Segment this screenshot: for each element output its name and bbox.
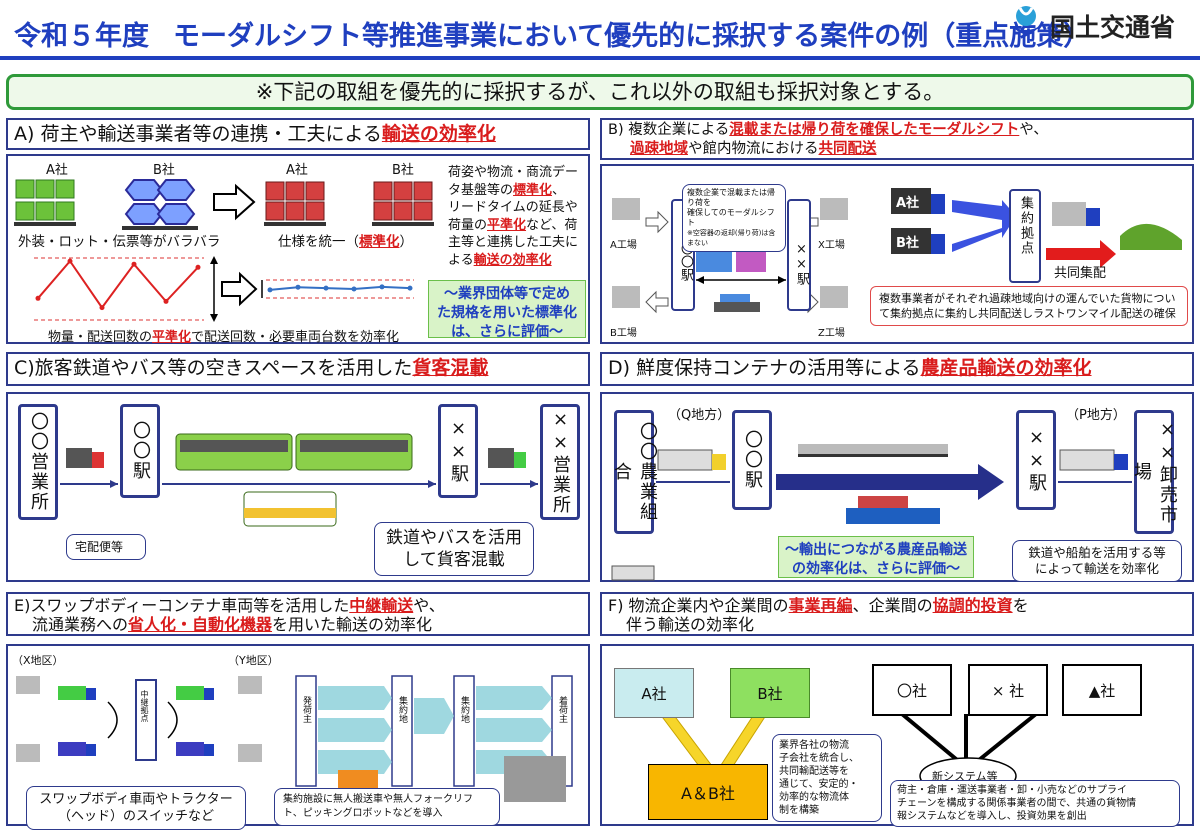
section-e-title: E)スワップボディーコンテナ車両等を活用した中継輸送や、 流通業務への省人化・自… xyxy=(6,592,590,636)
rail-ship-note: 鉄道や船舶を活用する等 によって輸送を効率化 xyxy=(1012,540,1182,582)
region-y-label: （Y地区） xyxy=(228,654,279,667)
section-d-panel: （Q地方） （P地方） 〇〇農業組合 〇〇駅 ××駅 ××卸売市場 ～輸出につな… xyxy=(600,392,1194,582)
new-system-label: 新システム等 xyxy=(932,770,998,783)
ministry-logo-icon xyxy=(1012,6,1040,34)
series-before-point xyxy=(163,298,169,304)
region-x-label: （X地区） xyxy=(12,654,64,667)
section-a-description: 荷姿や物流・商流デー タ基盤等の標準化、 リードタイムの延長や 荷量の平準化など… xyxy=(448,165,579,268)
section-b-panel: A工場 B工場 X工場 Z工場 〇〇駅 ××駅 複数企業で混載または帰り荷を 確… xyxy=(600,164,1194,344)
leveling-chart xyxy=(34,256,414,322)
section-c-diagram xyxy=(60,433,538,527)
factory-z-label: Z工場 xyxy=(818,328,845,339)
factory-b-label: B工場 xyxy=(610,328,637,339)
series-before-point xyxy=(67,258,73,264)
series-before-point xyxy=(195,264,201,270)
range-arrow-head xyxy=(210,256,218,264)
region-q-label: （Q地方） xyxy=(668,408,731,423)
company-x-box: × 社 xyxy=(968,664,1048,716)
station-left: 〇〇駅 xyxy=(120,404,160,498)
factory-x-label: X工場 xyxy=(818,240,845,251)
section-e-panel: （X地区） （Y地区） 中継拠点 発荷主 集約地 集約地 着荷主 スワップボディ… xyxy=(6,644,590,830)
office-right: ××営業所 xyxy=(540,404,580,520)
company-o-box: 〇社 xyxy=(872,664,952,716)
hub-label: 集約地 xyxy=(459,696,469,723)
export-note: ～輸出につながる農産品輸送 の効率化は、さらに評価～ xyxy=(778,536,974,578)
parcel-note: 宅配便等 xyxy=(66,534,146,560)
hub-label: 集約拠点 xyxy=(1018,196,1033,256)
section-a-panel: A社 B社 A社 B社 外装・ロット・伝票等がバラバラ 仕様を統一（標準化） 荷… xyxy=(6,154,590,345)
series-after-point xyxy=(379,284,385,290)
notice-banner: ※下記の取組を優先的に採択するが、これ以外の取組も採択対象とする。 xyxy=(6,74,1194,110)
joint-investment-note: 荷主・倉庫・運送事業者・卸・小売などのサプライ チェーンを構成する関係事業者の間… xyxy=(890,780,1180,827)
series-before-point xyxy=(99,305,105,311)
section-d-diagram xyxy=(611,444,1132,581)
standardization-note: ～業界団体等で定め た規格を用いた標準化 は、さらに評価～ xyxy=(428,280,586,340)
joint-delivery-label: 共同集配 xyxy=(1054,266,1107,281)
relay-point-label: 中継拠点 xyxy=(140,690,149,722)
leveling-caption: 物量・配送回数の平準化で配送回数・必要車両台数を効率化 xyxy=(48,330,400,345)
series-after-point xyxy=(323,285,329,291)
swap-body-note: スワップボディ車両やトラクター （ヘッド）のスイッチなど xyxy=(26,786,246,830)
header: 令和５年度モーダルシフト等推進事業において優先的に採択する案件の例（重点施策） … xyxy=(0,0,1200,62)
factory-a-label: A工場 xyxy=(610,240,637,251)
mixed-load-note: 複数企業で混載または帰り荷を 確保してのモーダルシフト ※空容器の返却(帰り荷)… xyxy=(682,184,786,252)
company-b-label: B社 xyxy=(392,163,414,178)
station-left: 〇〇駅 xyxy=(732,410,772,510)
page-title: 令和５年度モーダルシフト等推進事業において優先的に採択する案件の例（重点施策） xyxy=(14,21,1091,52)
header-divider xyxy=(0,56,1200,60)
wholesale-market: ××卸売市場 xyxy=(1131,410,1178,534)
section-c-panel: 〇〇営業所 〇〇駅 ××駅 ××営業所 宅配便等 鉄道やバスを活用 して貨客混載 xyxy=(6,392,590,582)
transition-arrow xyxy=(221,271,258,307)
section-f-title: F) 物流企業内や企業間の事業再編、企業間の協調的投資を 伴う輸送の効率化 xyxy=(600,592,1194,636)
station-right: ××駅 xyxy=(794,242,809,285)
company-a-label: A社 xyxy=(286,163,308,178)
section-a-title: A) 荷主や輸送事業者等の連携・工夫による輸送の効率化 xyxy=(6,118,590,150)
ministry-name: 国土交通省 xyxy=(1050,13,1176,42)
section-b-title: B) 複数企業による混載または帰り荷を確保したモーダルシフトや、 過疎地域や館内… xyxy=(600,118,1194,160)
station-right: ××駅 xyxy=(1016,410,1056,510)
caption-inconsistent: 外装・ロット・伝票等がバラバラ xyxy=(18,234,221,250)
automation-note: 集約施設に無人搬送車や無人フォークリフ ト、ピッキングロボットなどを導入 xyxy=(274,788,500,826)
section-f-panel: A社 B社 A＆B社 〇社 × 社 ▲社 新システム等 業界各社の物流 子会社を… xyxy=(600,644,1194,827)
shipper-label: 発荷主 xyxy=(301,696,311,723)
consignee-label: 着荷主 xyxy=(557,696,567,723)
section-b-diagram xyxy=(612,188,1182,314)
series-after-point xyxy=(351,286,357,292)
company-ab-box: A＆B社 xyxy=(648,764,768,820)
company-triangle-box: ▲社 xyxy=(1062,664,1142,716)
series-after-point xyxy=(407,285,413,291)
company-a-label: A社 xyxy=(46,163,68,178)
series-before xyxy=(37,259,199,310)
office-left: 〇〇営業所 xyxy=(18,404,58,520)
company-a-box: A社 xyxy=(614,668,694,718)
mixed-passenger-freight-note: 鉄道やバスを活用 して貨客混載 xyxy=(374,522,534,576)
series-after-point xyxy=(267,287,273,293)
series-after xyxy=(269,285,411,291)
packages-illustration xyxy=(14,179,434,230)
company-b-box: B社 xyxy=(730,668,810,718)
company-b-truck-label: B社 xyxy=(896,236,919,251)
section-d-title: D) 鮮度保持コンテナの活用等による農産品輸送の効率化 xyxy=(600,352,1194,386)
company-a-truck-label: A社 xyxy=(896,196,920,211)
section-c-title: C)旅客鉄道やバス等の空きスペースを活用した貨客混載 xyxy=(6,352,590,386)
hub-label: 集約地 xyxy=(397,696,407,723)
series-before-point xyxy=(131,261,137,267)
company-b-label: B社 xyxy=(153,163,175,178)
section-b-note: 複数事業者がそれぞれ過疎地域向けの運んでいた貨物につい て集約拠点に集約し共同配… xyxy=(870,286,1188,326)
region-p-label: （P地方） xyxy=(1066,408,1126,423)
caption-standardized: 仕様を統一（標準化） xyxy=(278,234,413,250)
series-after-point xyxy=(295,284,301,290)
section-e-diagram xyxy=(16,675,573,802)
range-arrow-head xyxy=(210,314,218,322)
series-before-point xyxy=(35,295,41,301)
integration-note: 業界各社の物流 子会社を統合し、 共同輸配送等を 通じて、安定的・ 効率的な物流… xyxy=(772,734,882,822)
station-right: ××駅 xyxy=(438,404,478,498)
agricultural-coop: 〇〇農業組合 xyxy=(611,410,658,534)
